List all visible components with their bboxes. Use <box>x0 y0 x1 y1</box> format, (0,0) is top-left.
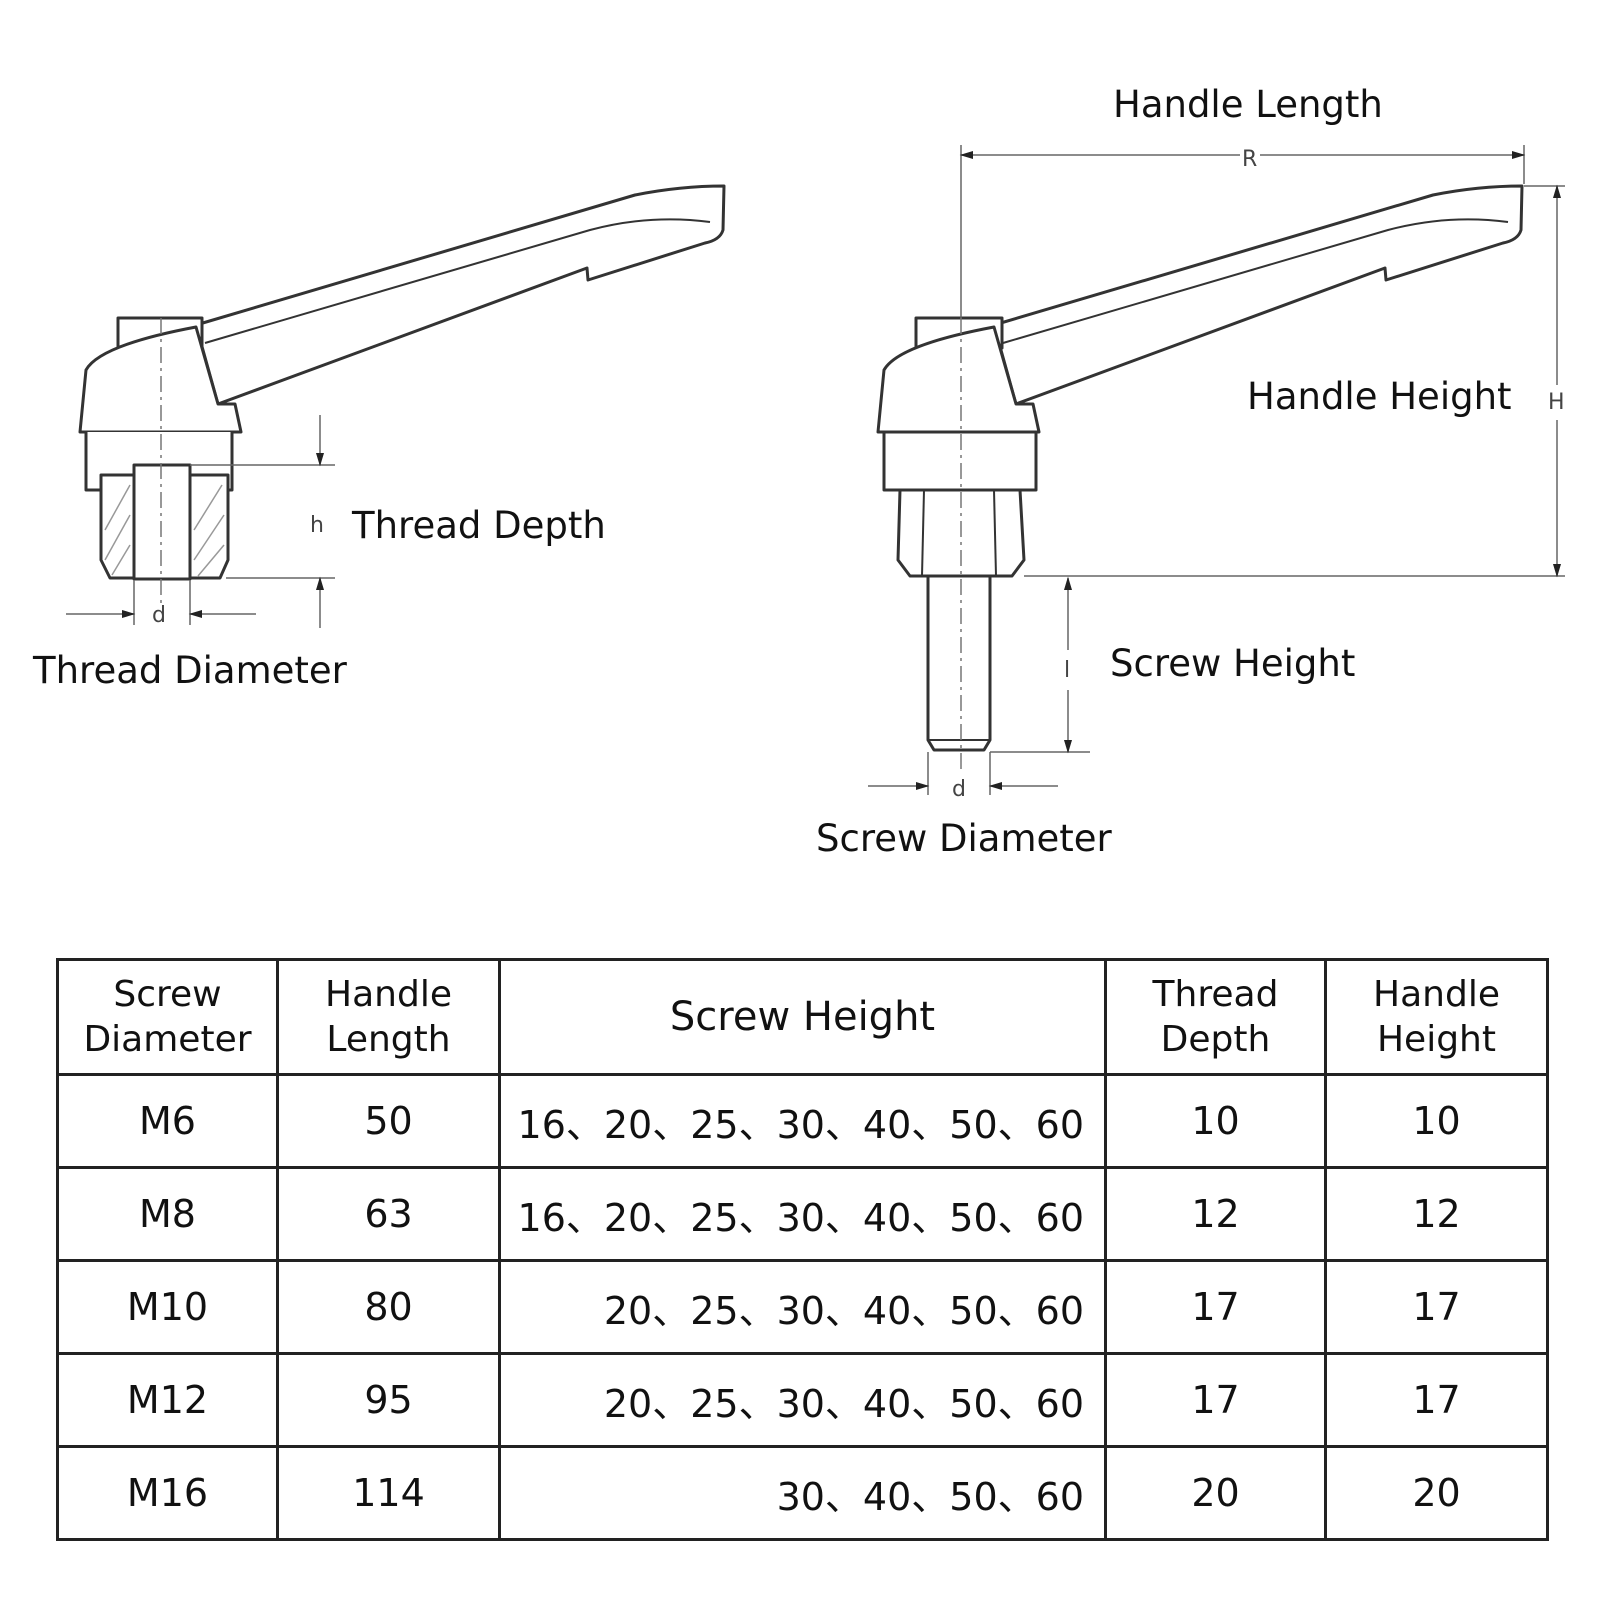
screw-diameter-dimension <box>868 752 1058 795</box>
symbol-h: h <box>310 513 324 538</box>
cell-screw-height: 20、25、30、40、50、60 <box>498 1352 1107 1448</box>
thread-diameter-dimension <box>66 580 256 625</box>
header-thread-depth: Thread Depth <box>1104 958 1327 1076</box>
symbol-H: H <box>1548 390 1565 415</box>
label-screw-diameter: Screw Diameter <box>816 817 1112 860</box>
cell-screw-height: 20、25、30、40、50、60 <box>498 1259 1107 1355</box>
cell-handle-height: 12 <box>1324 1166 1549 1262</box>
cell-handle-length: 95 <box>276 1352 501 1448</box>
table-row: M16 114 30、40、50、60 20 20 <box>56 1445 1549 1541</box>
cell-handle-length: 114 <box>276 1445 501 1541</box>
cell-screw-height: 16、20、25、30、40、50、60 <box>498 1166 1107 1262</box>
table-header-row: Screw Diameter Handle Length Screw Heigh… <box>56 958 1549 1076</box>
screw-height-dimension <box>990 576 1090 754</box>
thread-depth-dimension <box>190 415 335 628</box>
technical-drawing: h d <box>66 145 1565 802</box>
cell-screw-height: 30、40、50、60 <box>498 1445 1107 1541</box>
label-handle-length: Handle Length <box>1113 83 1383 126</box>
cell-handle-height: 10 <box>1324 1073 1549 1169</box>
cell-screw-diameter: M16 <box>56 1445 279 1541</box>
cell-handle-length: 80 <box>276 1259 501 1355</box>
cell-screw-height: 16、20、25、30、40、50、60 <box>498 1073 1107 1169</box>
handle-height-dimension <box>1024 184 1565 578</box>
female-handle-drawing <box>78 184 726 605</box>
cell-handle-length: 50 <box>276 1073 501 1169</box>
label-screw-height: Screw Height <box>1110 642 1356 685</box>
label-thread-diameter: Thread Diameter <box>33 649 347 692</box>
cell-handle-length: 63 <box>276 1166 501 1262</box>
symbol-l: l <box>1064 658 1070 683</box>
cell-screw-diameter: M6 <box>56 1073 279 1169</box>
spec-table: Screw Diameter Handle Length Screw Heigh… <box>56 958 1549 1541</box>
cell-handle-height: 17 <box>1324 1259 1549 1355</box>
table-row: M8 63 16、20、25、30、40、50、60 12 12 <box>56 1166 1549 1262</box>
cell-thread-depth: 10 <box>1104 1073 1327 1169</box>
symbol-d-left: d <box>152 603 166 628</box>
label-thread-depth: Thread Depth <box>352 504 606 547</box>
cell-thread-depth: 17 <box>1104 1352 1327 1448</box>
cell-screw-diameter: M8 <box>56 1166 279 1262</box>
cell-screw-diameter: M10 <box>56 1259 279 1355</box>
label-handle-height: Handle Height <box>1247 375 1512 418</box>
cell-thread-depth: 17 <box>1104 1259 1327 1355</box>
cell-handle-height: 17 <box>1324 1352 1549 1448</box>
male-handle-drawing <box>876 184 1524 770</box>
cell-thread-depth: 20 <box>1104 1445 1327 1541</box>
table-row: M10 80 20、25、30、40、50、60 17 17 <box>56 1259 1549 1355</box>
header-screw-height: Screw Height <box>498 958 1107 1076</box>
symbol-d-right: d <box>952 777 966 802</box>
cell-screw-diameter: M12 <box>56 1352 279 1448</box>
symbol-R: R <box>1242 147 1257 172</box>
header-handle-height: Handle Height <box>1324 958 1549 1076</box>
table-row: M6 50 16、20、25、30、40、50、60 10 10 <box>56 1073 1549 1169</box>
header-handle-length: Handle Length <box>276 958 501 1076</box>
header-screw-diameter: Screw Diameter <box>56 958 279 1076</box>
cell-thread-depth: 12 <box>1104 1166 1327 1262</box>
cell-handle-height: 20 <box>1324 1445 1549 1541</box>
table-row: M12 95 20、25、30、40、50、60 17 17 <box>56 1352 1549 1448</box>
handle-length-dimension <box>959 145 1526 318</box>
